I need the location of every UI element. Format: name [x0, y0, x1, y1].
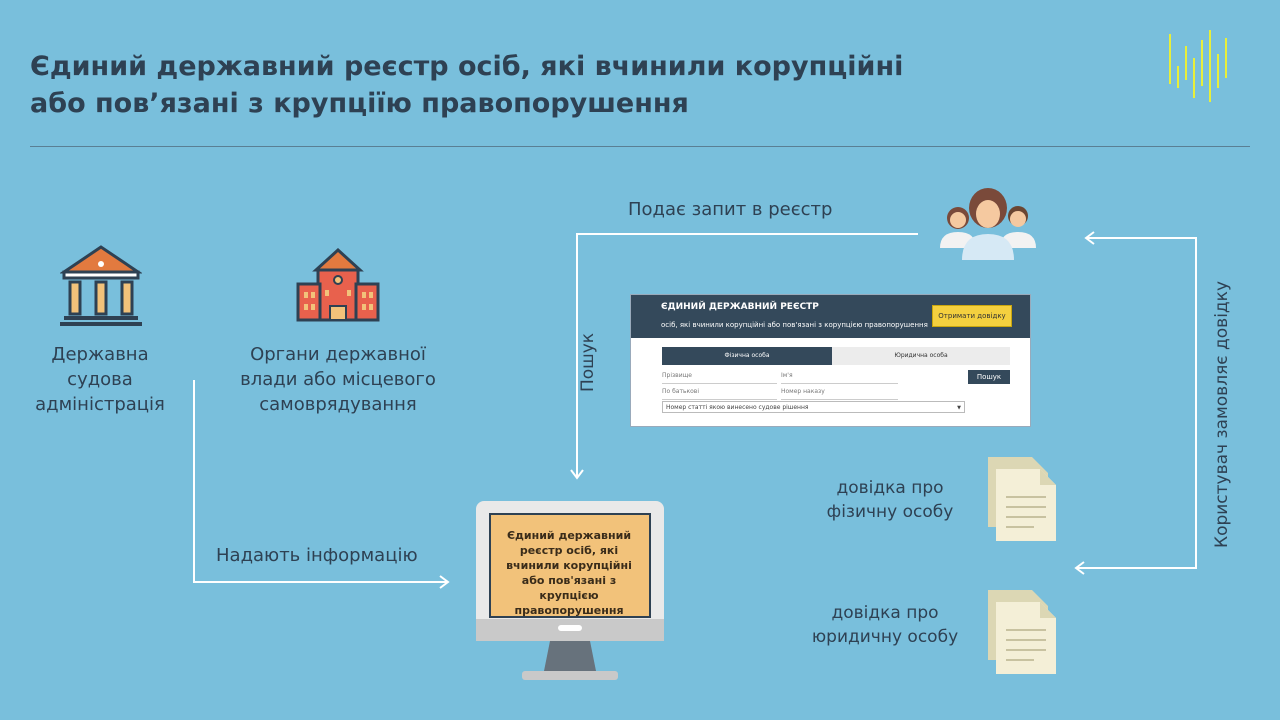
registry-header: ЄДИНИЙ ДЕРЖАВНИЙ РЕЄСТР осіб, які вчинил…	[631, 295, 1030, 338]
doc-person-label: довідка про фізичну особу	[826, 478, 954, 522]
search-connector	[576, 233, 918, 478]
document-icon	[988, 590, 1056, 674]
document-icon	[988, 457, 1056, 541]
article-select[interactable]: Номер статті якою винесено судове рішенн…	[662, 401, 965, 413]
page-title: Єдиний державний реєстр осіб, які вчинил…	[30, 48, 930, 122]
registry-preview: ЄДИНИЙ ДЕРЖАВНИЙ РЕЄСТР осіб, які вчинил…	[630, 294, 1031, 427]
registry-subtitle: осіб, які вчинили корупційні або пов'яза…	[661, 321, 928, 329]
name-field[interactable]: Ім'я	[781, 369, 898, 384]
title-divider	[30, 146, 1250, 147]
logo-icon	[1169, 30, 1227, 102]
courthouse-icon	[60, 245, 142, 326]
article-select-value: Номер статті якою винесено судове рішенн…	[666, 404, 809, 411]
search-button[interactable]: Пошук	[968, 370, 1010, 384]
chevron-down-icon: ▼	[957, 405, 961, 411]
title-line-2: або пов’язані з крупціїю правопорушення	[30, 88, 689, 119]
monitor-icon	[476, 501, 664, 680]
title-line-1: Єдиний державний реєстр осіб, які вчинил…	[30, 51, 904, 82]
user-orders-label: Користувач замовляє довідку	[1212, 280, 1232, 548]
order-number-field[interactable]: Номер наказу	[781, 385, 898, 400]
patronymic-field[interactable]: По батькові	[662, 385, 777, 400]
user-orders-connector	[1076, 237, 1197, 569]
provide-info-label: Надають інформацію	[216, 545, 418, 566]
tab-legal-entity[interactable]: Юридична особа	[832, 347, 1010, 365]
registry-title: ЄДИНИЙ ДЕРЖАВНИЙ РЕЄСТР	[661, 302, 819, 312]
search-label: Пошук	[578, 332, 598, 392]
surname-field[interactable]: Прізвище	[662, 369, 777, 384]
doc-legal-label: довідка про юридичну особу	[811, 603, 959, 647]
provide-info-connector	[193, 380, 448, 583]
court-admin-label: Державна судова адміністрація	[35, 344, 165, 415]
tab-individual[interactable]: Фізична особа	[662, 347, 832, 365]
government-building-icon	[296, 248, 380, 322]
monitor-screen-text: Єдиний державний реєстр осіб, які вчинил…	[506, 529, 632, 617]
submit-request-label: Подає запит в реєстр	[628, 199, 833, 220]
get-certificate-button[interactable]: Отримати довідку	[932, 305, 1012, 327]
gov-bodies-label: Органи державної влади або місцевого сам…	[240, 344, 436, 415]
people-group-icon	[940, 188, 1036, 260]
